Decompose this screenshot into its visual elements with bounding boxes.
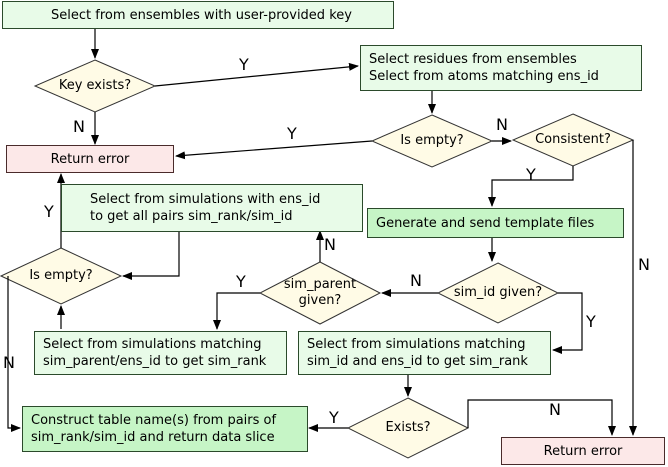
decision-sim-id [436,262,560,324]
edge-key-exists-yes: Y [239,55,249,74]
decision-sim-parent [258,261,382,325]
edge-sim-id-yes: Y [586,312,596,331]
sim-id-label: sim_id given? [453,285,543,300]
select-simulations-line2: to get all pairs sim_rank/sim_id [90,209,293,224]
select-residues-box: Select residues from ensembles Select fr… [360,45,642,91]
decision-is-empty-left [0,247,123,305]
edge-is-empty-left-no: N [3,353,15,372]
construct-line1: Construct table name(s) from pairs of [31,413,277,428]
key-exists-label: Key exists? [58,78,132,93]
return-error-bottom-box: Return error [501,437,665,465]
return-error-bottom-text: Return error [543,443,623,459]
sim-parent-line1: sim_parent [283,277,357,292]
connectors [7,29,637,436]
select-parent-line2: sim_parent/ens_id to get sim_rank [43,354,267,369]
select-residues-line2: Select from atoms matching ens_id [369,69,599,84]
return-error-top-text: Return error [50,151,130,167]
return-error-top-box: Return error [6,145,174,173]
edge-exists-yes: Y [329,408,339,427]
edge-sim-parent-no: N [324,235,336,254]
select-parent-line1: Select from simulations matching [43,337,262,352]
decision-is-empty-top [370,114,494,168]
edge-exists-no: N [549,400,561,419]
construct-box: Construct table name(s) from pairs of si… [22,406,308,452]
select-ensembles-text: Select from ensembles with user-provided… [51,7,352,23]
consistent-label: Consistent? [535,132,611,147]
edge-consistent-no: N [638,255,650,274]
select-simid-line2: sim_id and ens_id to get sim_rank [307,354,528,369]
select-parent-box: Select from simulations matching sim_par… [34,331,287,375]
edge-is-empty-left-yes: Y [44,202,54,221]
select-simid-box: Select from simulations matching sim_id … [298,331,551,375]
generate-templates-box: Generate and send template files [367,208,624,238]
decision-exists [346,397,470,459]
select-simid-line1: Select from simulations matching [307,337,526,352]
edge-consistent-yes: Y [526,165,536,184]
generate-templates-text: Generate and send template files [376,215,595,231]
select-simulations-line1: Select from simulations with ens_id [90,192,321,207]
edge-sim-parent-yes: Y [236,272,246,291]
select-simulations-box: Select from simulations with ens_id to g… [61,184,363,232]
edge-is-empty-top-no: N [496,115,508,134]
is-empty-left-label: Is empty? [29,268,93,283]
edge-key-exists-no: N [73,117,85,136]
exists-label: Exists? [385,420,431,435]
edge-is-empty-top-yes: Y [287,124,297,143]
sim-parent-label: sim_parent given? [260,277,380,309]
select-residues-line1: Select residues from ensembles [369,52,577,67]
edge-sim-id-no: N [410,271,422,290]
select-ensembles-box: Select from ensembles with user-provided… [2,1,394,29]
sim-parent-line2: given? [298,293,342,308]
construct-line2: sim_rank/sim_id and return data slice [31,430,275,445]
is-empty-top-label: Is empty? [400,133,464,148]
